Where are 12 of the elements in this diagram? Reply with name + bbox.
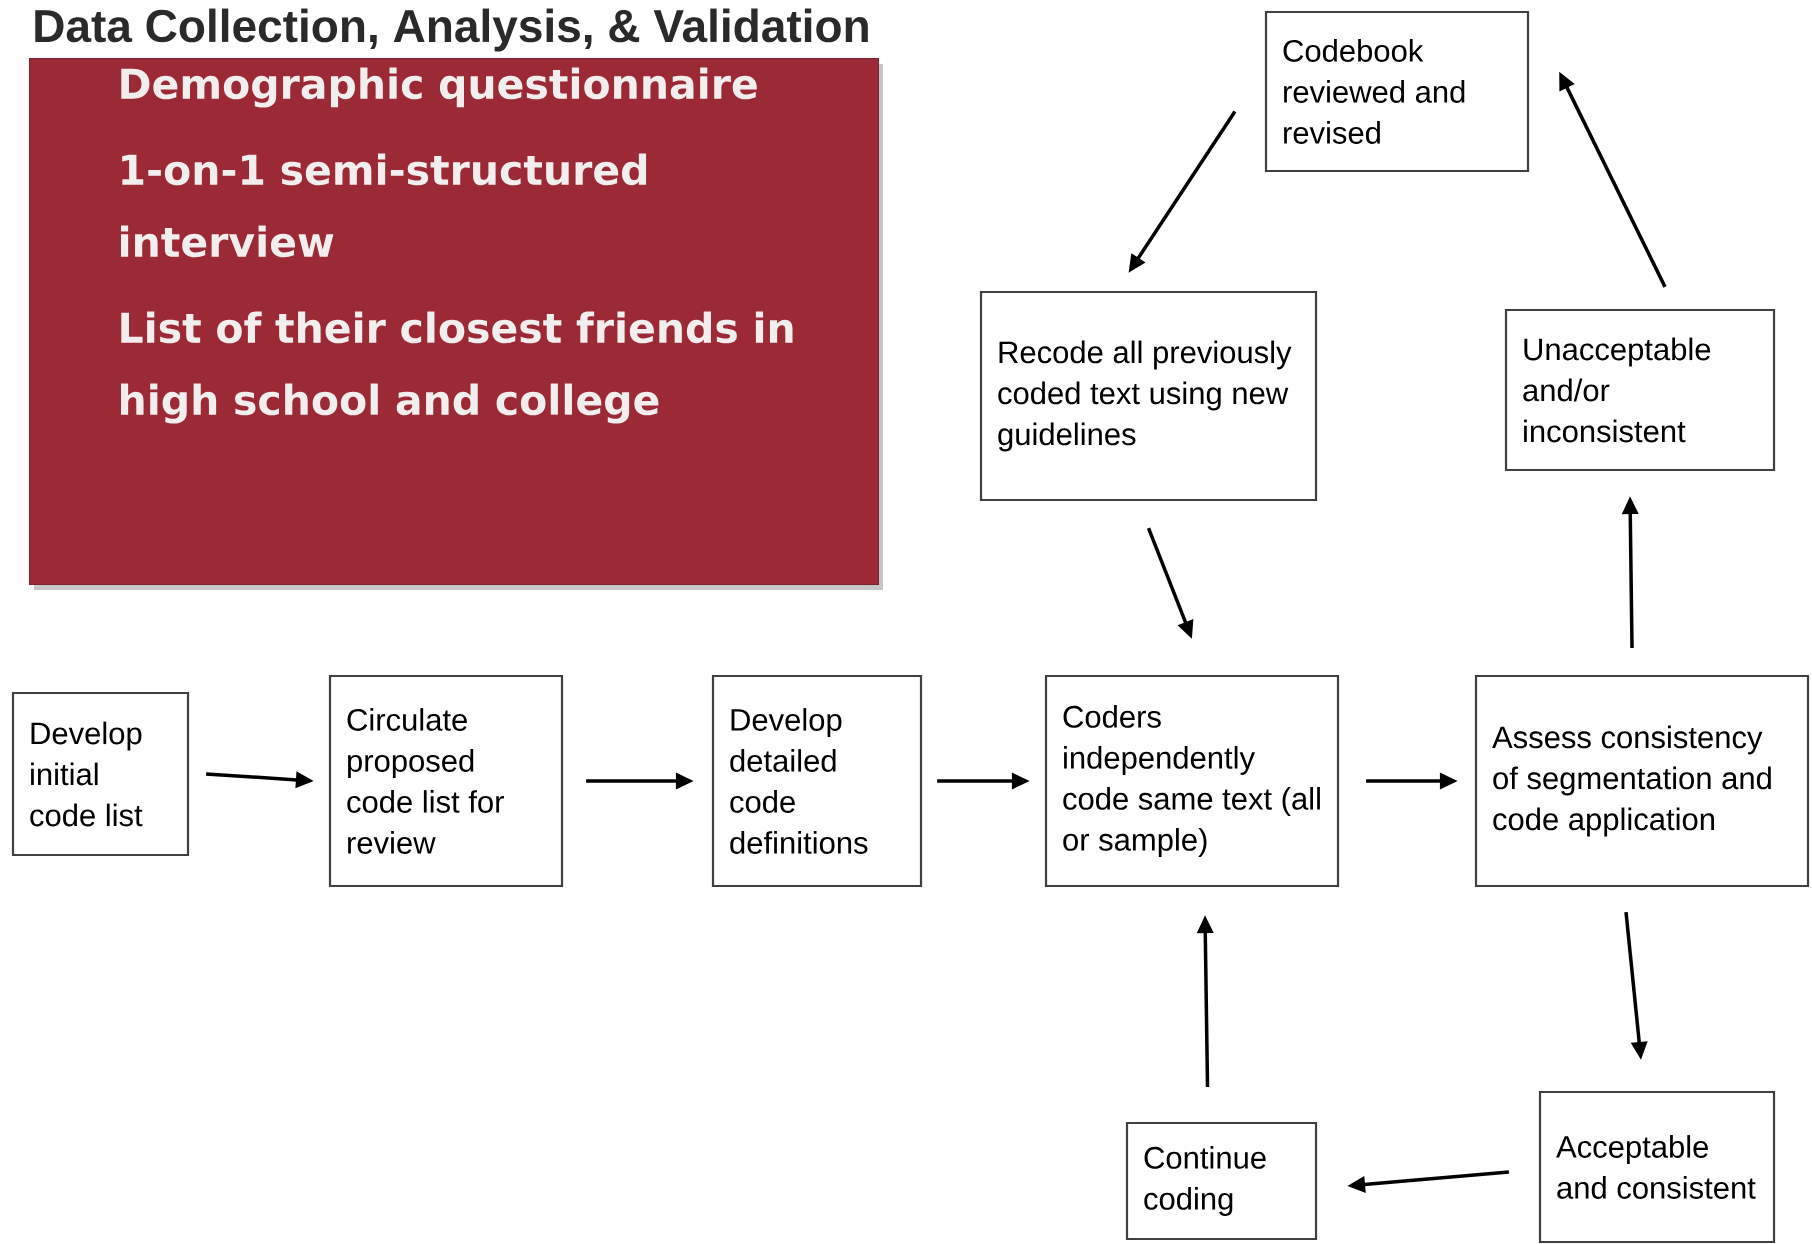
process-box: Circulate proposed code list for review [328,674,564,888]
process-box: Codebook reviewed and revised [1264,10,1530,173]
process-box: Recode all previously coded text using new guidelines [979,290,1318,502]
process-box: Develop detailed code definitions [711,674,923,888]
process-box: Unacceptable and/or inconsistent [1504,308,1776,472]
process-box: Continue coding [1125,1121,1318,1241]
process-box: Acceptable and consistent [1538,1090,1776,1244]
title: Data Collection, Analysis, & Validation [35,8,868,52]
process-box: Coders independently code same text (all or sample) [1044,674,1340,888]
process-box: Assess consistency of segmentation and code application [1474,674,1810,888]
process-box: Develop initial code list [11,691,190,857]
text-panel: Demographic questionnaire 1-on-1 semi-structured interview List of their closest friends in high school and college [29,58,883,590]
